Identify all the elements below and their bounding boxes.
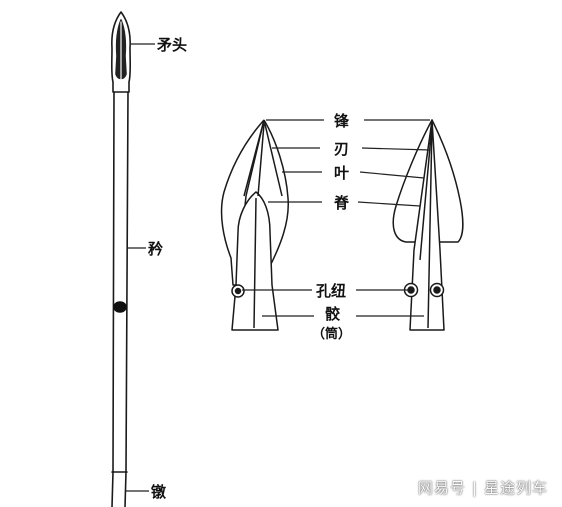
label-socket: 骹 bbox=[325, 305, 341, 323]
label-socket-alt: （筒） bbox=[312, 326, 351, 342]
label-tip: 锋 bbox=[334, 112, 350, 130]
shaft-left-edge bbox=[112, 91, 115, 473]
full-spear-illustration bbox=[110, 11, 132, 507]
front-view-ridge-line-2 bbox=[419, 123, 433, 261]
label-spearhead: 矛头 bbox=[156, 36, 187, 54]
shaft-binding-dot bbox=[113, 301, 127, 313]
watermark-source: 网易号 bbox=[417, 479, 466, 497]
left-leader-lines bbox=[126, 43, 155, 492]
watermark-separator: | bbox=[471, 479, 478, 497]
shaft-right-edge bbox=[125, 91, 129, 473]
watermark-author: 星途列车 bbox=[483, 479, 548, 497]
label-loop: 孔纽 bbox=[316, 282, 346, 300]
label-blade: 叶 bbox=[334, 164, 349, 182]
right-leader-lines-left bbox=[242, 119, 324, 317]
side-view-socket-center bbox=[253, 197, 257, 329]
butt-cap-right-edge bbox=[124, 471, 127, 507]
label-ridge: 脊 bbox=[333, 194, 350, 212]
front-view-ridge bbox=[409, 119, 445, 331]
label-edge: 刃 bbox=[334, 140, 349, 158]
spearhead-front-view bbox=[392, 119, 464, 331]
side-view-blade-face bbox=[243, 119, 283, 197]
front-view-ridge-line bbox=[427, 123, 433, 329]
front-view-loop-left-hole bbox=[407, 286, 415, 294]
side-view-blade-right bbox=[263, 119, 289, 267]
butt-cap-left-edge bbox=[111, 471, 114, 507]
side-view-ridge-line bbox=[257, 123, 265, 197]
spearhead-side-view bbox=[220, 119, 289, 331]
front-view-loop-right-hole bbox=[433, 286, 441, 294]
label-butt-cap: 镦 bbox=[150, 483, 167, 501]
watermark: 网易号 | 星途列车 bbox=[418, 477, 548, 498]
label-shaft: 矜 bbox=[148, 240, 163, 258]
side-view-loop-hole bbox=[234, 287, 242, 295]
right-leader-lines-right bbox=[356, 119, 431, 317]
